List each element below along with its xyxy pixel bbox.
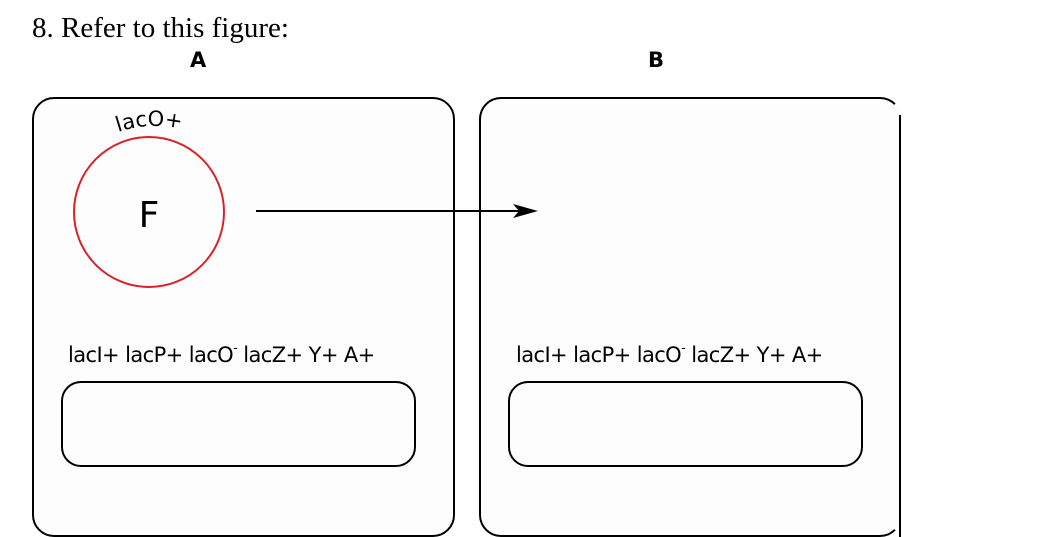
laco-plus-label: lacO+ <box>112 107 184 137</box>
f-plasmid-label: F <box>139 195 160 236</box>
panel-a-label: A <box>190 48 207 72</box>
f-plasmid-circle <box>73 136 225 288</box>
cell-b-right-edge <box>899 115 901 537</box>
question-text: 8. Refer to this figure: <box>32 12 289 44</box>
arrow-head-icon <box>513 204 538 218</box>
genotype-a: lacI+ lacP+ lacO- lacZ+ Y+ A+ <box>68 341 375 367</box>
panel-b-label: B <box>648 48 665 72</box>
genotype-b: lacI+ lacP+ lacO- lacZ+ Y+ A+ <box>516 341 823 367</box>
answer-box-a[interactable] <box>61 381 416 467</box>
answer-box-b[interactable] <box>508 381 863 467</box>
